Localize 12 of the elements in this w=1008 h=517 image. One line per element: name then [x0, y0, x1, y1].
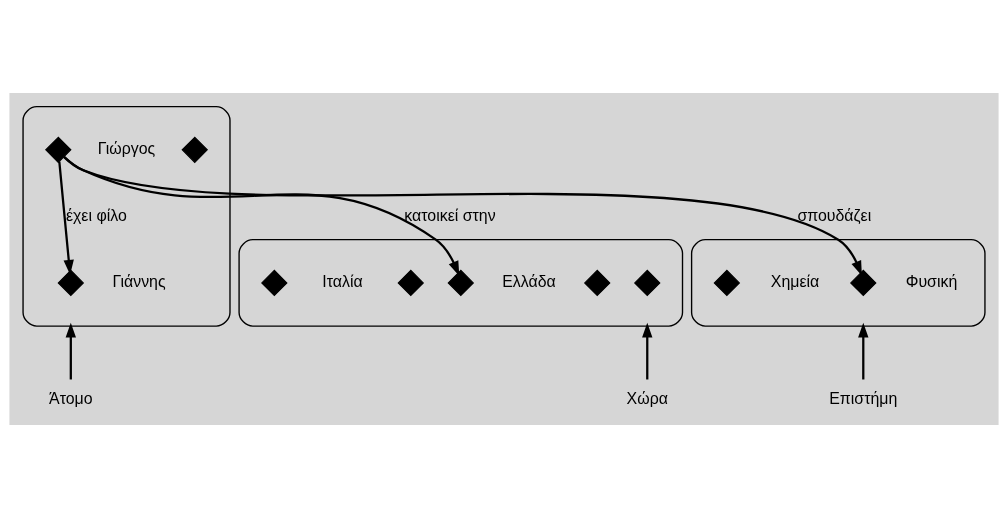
node-label: Γιώργος: [97, 139, 156, 157]
node-label: Φυσική: [905, 272, 958, 290]
edge-label: έχει φίλο: [65, 206, 127, 224]
edge-label: κατοικεί στην: [404, 206, 496, 224]
node-label: Ελλάδα: [502, 272, 556, 290]
node-label: Χημεία: [770, 272, 820, 290]
node-text: Επιστήμη: [829, 389, 898, 407]
edge-label: σπουδάζει: [797, 206, 872, 224]
node-label: Γιάννης: [112, 272, 166, 290]
node-label: Ιταλία: [322, 272, 363, 290]
node-text: Χώρα: [626, 389, 668, 407]
node-text: Άτομο: [49, 389, 93, 407]
